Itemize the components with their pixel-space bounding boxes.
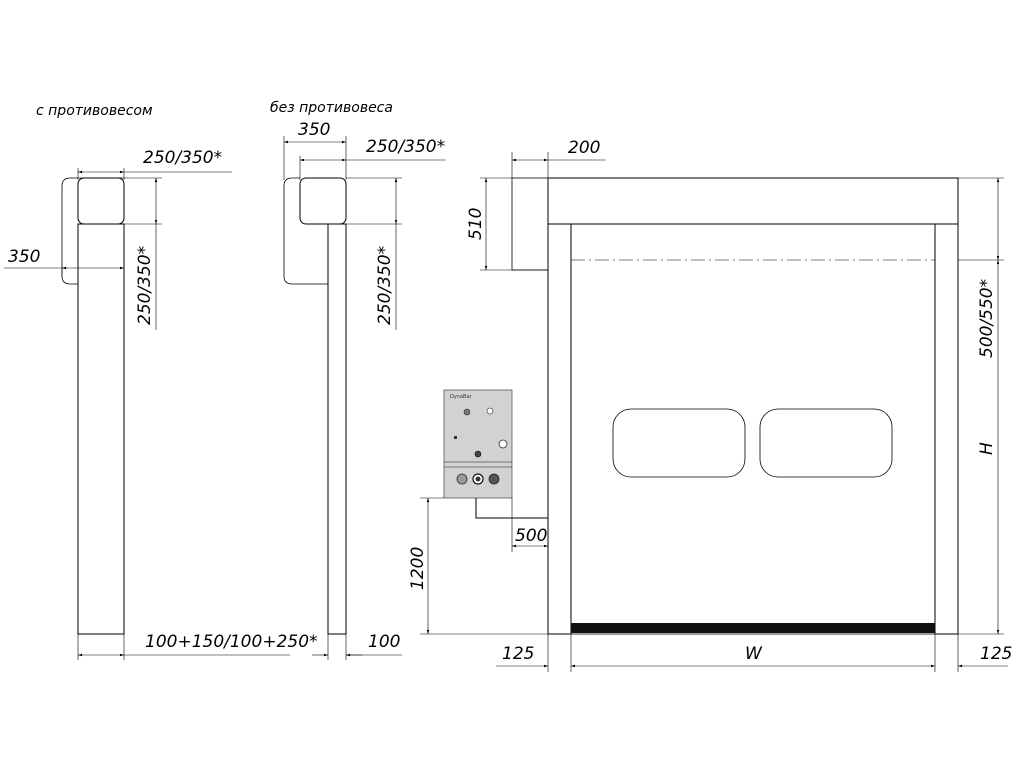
left-margin-label: 125 — [502, 644, 534, 664]
left-side-offset-label: 350 — [8, 247, 40, 267]
caption-without-counterweight: без противовеса — [270, 100, 393, 116]
close-button-icon — [488, 473, 500, 485]
left-guide-frame — [547, 223, 572, 635]
vision-window-right — [759, 408, 893, 478]
side-rail — [327, 223, 347, 635]
vision-window-left — [612, 408, 746, 478]
width-label: W — [745, 644, 763, 664]
side-view-with-counterweight: с противовесом 250/350* 250/350* 350 100… — [4, 103, 318, 660]
open-button-icon — [456, 473, 468, 485]
middle-top-offset-label: 350 — [298, 120, 330, 140]
side-rail — [77, 223, 125, 635]
door-header — [547, 177, 959, 225]
left-bottom-width-label: 100+150/100+250* — [145, 632, 318, 652]
top-clearance-label: 500/550* — [977, 279, 997, 358]
caption-with-counterweight: с противовесом — [36, 103, 153, 119]
control-height-label: 1200 — [408, 547, 428, 590]
door-curtain — [570, 223, 936, 635]
counterweight-outline — [61, 177, 124, 285]
indicator-lamp-icon — [498, 439, 508, 449]
left-top-width-label: 250/350* — [143, 148, 222, 168]
middle-bottom-width-label: 100 — [368, 632, 400, 652]
header-width-label: 200 — [568, 138, 600, 158]
side-view-without-counterweight: без противовеса 350 250/350* 250/350* 10… — [270, 100, 446, 660]
middle-box-height-label: 250/350* — [375, 246, 395, 325]
roll-box — [77, 177, 125, 225]
right-guide-frame — [934, 223, 959, 635]
indicator-lamp-icon — [463, 408, 471, 416]
middle-top-width-label: 250/350* — [366, 137, 445, 157]
left-box-height-label: 250/350* — [135, 246, 155, 325]
front-view: 200 510 500/550* H 125 W 125 DynaBar — [408, 138, 1012, 672]
bottom-seal-bar — [571, 623, 935, 633]
header-height-label: 510 — [466, 208, 486, 240]
roll-box — [299, 177, 347, 225]
right-margin-label: 125 — [980, 644, 1012, 664]
control-box-brand: DynaBar — [450, 394, 473, 400]
selector-knob-icon — [474, 450, 482, 458]
indicator-lamp-icon — [486, 407, 494, 415]
control-box: DynaBar — [443, 389, 513, 499]
header-extension — [511, 177, 549, 271]
height-label: H — [977, 442, 997, 455]
control-offset-label: 500 — [515, 526, 547, 546]
bracket-outline — [283, 177, 328, 285]
control-cable — [475, 498, 548, 519]
key-switch-icon — [454, 436, 457, 439]
